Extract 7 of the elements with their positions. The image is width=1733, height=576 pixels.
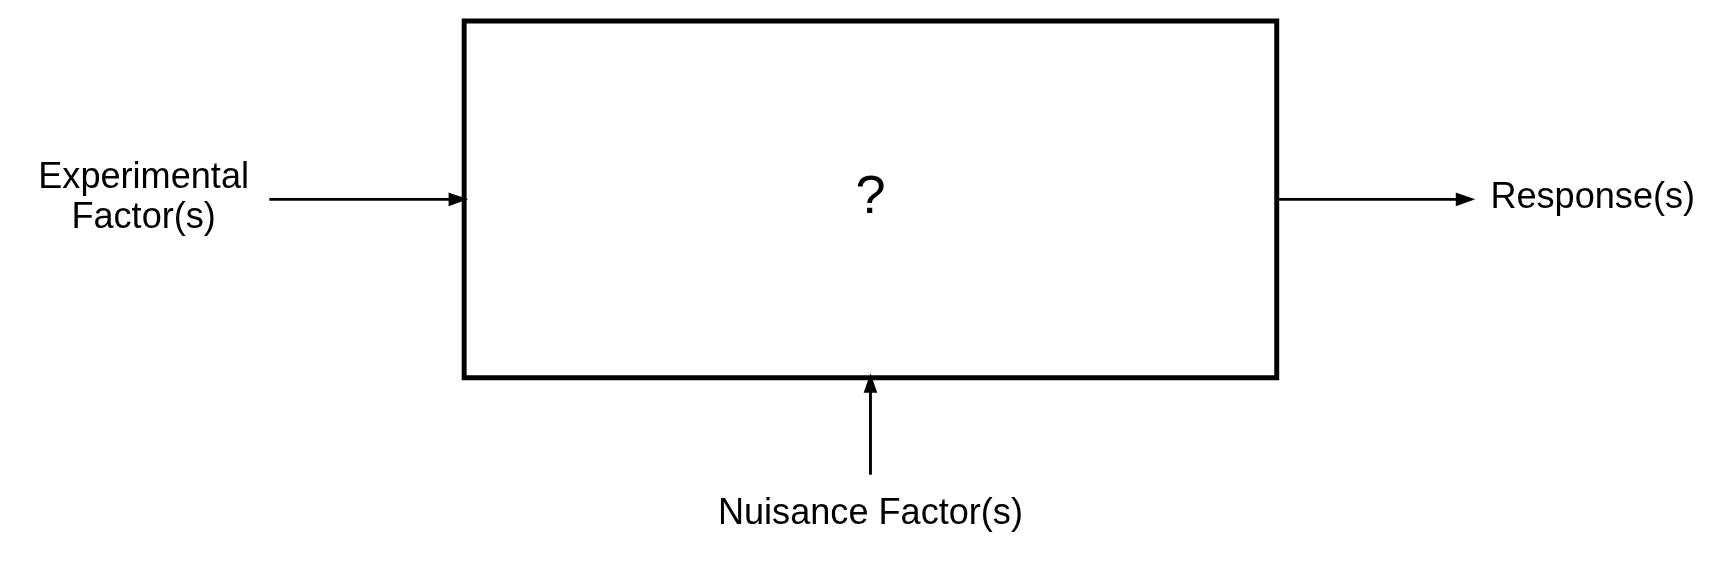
arrow: [863, 372, 878, 475]
node-text: Nuisance Factor(s): [717, 490, 1023, 532]
arrow: [269, 192, 469, 206]
node-text: Response(s): [1490, 174, 1696, 216]
node-box: ?: [461, 18, 1280, 380]
arrow: [1277, 192, 1476, 206]
node-text: Experimental Factor(s): [38, 154, 250, 236]
